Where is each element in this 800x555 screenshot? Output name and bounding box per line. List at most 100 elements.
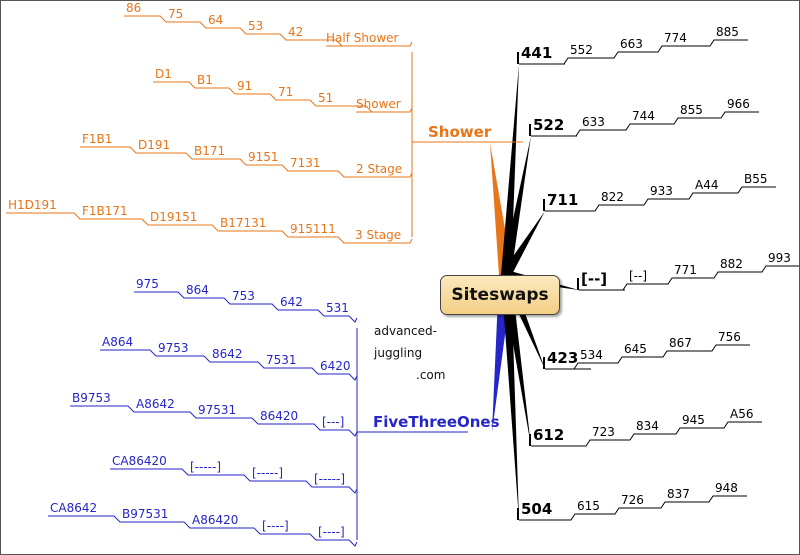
siteswap-item[interactable]: CA8642 <box>50 501 97 515</box>
siteswap-item[interactable]: 723 <box>592 425 615 439</box>
siteswap-item[interactable]: 534 <box>580 348 603 362</box>
siteswap-item[interactable]: B55 <box>744 172 768 186</box>
siteswap-item[interactable]: [----] <box>318 525 345 539</box>
siteswap-item[interactable]: B171 <box>194 144 225 158</box>
branch-line <box>519 39 748 65</box>
siteswap-item[interactable]: 42 <box>288 25 303 39</box>
branch-line <box>70 405 358 437</box>
siteswap-item[interactable]: 975 <box>136 277 159 291</box>
siteswap-item[interactable]: 855 <box>680 103 703 117</box>
site-url-line1: advanced-juggling <box>374 324 437 360</box>
siteswap-item[interactable]: 726 <box>621 493 644 507</box>
siteswap-item[interactable]: [---] <box>322 415 344 429</box>
siteswap-item[interactable]: A8642 <box>136 397 175 411</box>
shower-label[interactable]: Shower <box>428 123 492 141</box>
branch-label[interactable]: 612 <box>533 426 564 444</box>
siteswap-item[interactable]: F1B1 <box>82 132 112 146</box>
branch-label[interactable]: 423 <box>547 349 578 367</box>
siteswap-item[interactable]: 663 <box>620 37 643 51</box>
siteswap-item[interactable]: F1B171 <box>82 204 128 218</box>
fto-label[interactable]: FiveThreeOnes <box>373 413 500 431</box>
siteswap-item[interactable]: 945 <box>682 413 705 427</box>
siteswap-item[interactable]: [--] <box>629 269 647 283</box>
siteswap-item[interactable]: 642 <box>280 295 303 309</box>
siteswap-item[interactable]: 867 <box>669 336 692 350</box>
siteswap-item[interactable]: 7131 <box>290 156 321 170</box>
siteswap-item[interactable]: 9753 <box>158 341 189 355</box>
siteswap-item[interactable]: 86420 <box>260 409 298 423</box>
siteswap-item[interactable]: 948 <box>715 481 738 495</box>
siteswap-item[interactable]: A44 <box>695 178 718 192</box>
siteswap-item[interactable]: 834 <box>636 419 659 433</box>
branch-label[interactable]: 522 <box>533 116 564 134</box>
siteswap-item[interactable]: 64 <box>208 13 223 27</box>
siteswap-item[interactable]: 86 <box>126 1 141 15</box>
siteswap-item[interactable]: A86420 <box>192 513 238 527</box>
siteswap-item[interactable]: 615 <box>577 499 600 513</box>
siteswap-item[interactable]: 744 <box>632 109 655 123</box>
siteswap-item[interactable]: 933 <box>650 184 673 198</box>
branch-label[interactable]: [--] <box>581 270 607 288</box>
siteswap-item[interactable]: 837 <box>667 487 690 501</box>
siteswap-item[interactable]: B97531 <box>122 507 168 521</box>
siteswap-item[interactable]: 51 <box>318 91 333 105</box>
siteswap-item[interactable]: 8642 <box>212 347 243 361</box>
siteswap-item[interactable]: B9753 <box>72 391 111 405</box>
siteswap-item[interactable]: H1D191 <box>8 198 57 212</box>
siteswap-item[interactable]: 864 <box>186 283 209 297</box>
siteswap-item[interactable]: 915111 <box>290 222 336 236</box>
siteswap-item[interactable]: [-----] <box>314 472 345 486</box>
siteswap-item[interactable]: 91 <box>237 79 252 93</box>
siteswap-item[interactable]: A864 <box>102 335 133 349</box>
siteswap-item[interactable]: 882 <box>720 257 743 271</box>
shower-sub-4: H1D191 F1B171 D19151 B17131 915111 3 Stage <box>6 198 413 244</box>
shower-sub-1: 86 75 64 53 42 Half Shower <box>124 1 413 47</box>
siteswap-item[interactable]: 993 <box>768 251 791 265</box>
siteswap-item[interactable]: 552 <box>570 43 593 57</box>
siteswap-item[interactable]: 966 <box>727 97 750 111</box>
siteswap-item[interactable]: D1 <box>155 67 172 81</box>
siteswap-item[interactable]: B1 <box>197 73 213 87</box>
branch-line <box>80 146 413 178</box>
siteswap-item[interactable]: 97531 <box>198 403 236 417</box>
siteswap-item[interactable]: 71 <box>278 85 293 99</box>
shower-sub-3: F1B1 D191 B171 9151 7131 2 Stage <box>80 132 413 178</box>
siteswap-item[interactable]: 645 <box>624 342 647 356</box>
siteswap-item[interactable]: 53 <box>248 19 263 33</box>
siteswap-item[interactable]: 633 <box>582 115 605 129</box>
siteswap-item[interactable]: CA86420 <box>112 454 167 468</box>
siteswap-item[interactable]: 531 <box>326 301 349 315</box>
shower-sub-label[interactable]: 3 Stage <box>355 228 401 242</box>
siteswap-item[interactable]: 75 <box>168 7 183 21</box>
siteswap-item[interactable]: 885 <box>716 25 739 39</box>
siteswap-item[interactable]: D191 <box>138 138 170 152</box>
siteswap-item[interactable]: [----] <box>262 519 289 533</box>
siteswap-item[interactable]: 7531 <box>266 353 297 367</box>
siteswap-item[interactable]: 6420 <box>320 359 351 373</box>
branch-line <box>545 344 750 370</box>
siteswap-item[interactable]: 753 <box>232 289 255 303</box>
siteswap-item[interactable]: [-----] <box>252 466 283 480</box>
siteswap-item[interactable]: 774 <box>664 31 687 45</box>
branch-line <box>6 212 413 244</box>
shower-sub-label[interactable]: Half Shower <box>326 31 399 45</box>
root-node-siteswaps[interactable]: Siteswaps <box>440 275 560 315</box>
spoke-right-7 <box>501 274 519 520</box>
siteswap-item[interactable]: D19151 <box>150 210 197 224</box>
siteswap-item[interactable]: 771 <box>674 263 697 277</box>
shower-sub-label[interactable]: Shower <box>356 97 401 111</box>
shower-sub-label[interactable]: 2 Stage <box>356 162 402 176</box>
branch-label[interactable]: 504 <box>521 500 552 518</box>
siteswap-item[interactable]: B17131 <box>220 216 266 230</box>
siteswap-item[interactable]: 822 <box>601 190 624 204</box>
siteswap-item[interactable]: 756 <box>718 330 741 344</box>
branch-label[interactable]: 711 <box>547 191 578 209</box>
fto-sub-2: A864 9753 8642 7531 6420 <box>100 335 358 381</box>
siteswap-item[interactable]: A56 <box>730 407 753 421</box>
branch-label[interactable]: 441 <box>521 44 552 62</box>
siteswap-item[interactable]: [-----] <box>190 460 221 474</box>
siteswap-item[interactable]: 9151 <box>248 150 279 164</box>
